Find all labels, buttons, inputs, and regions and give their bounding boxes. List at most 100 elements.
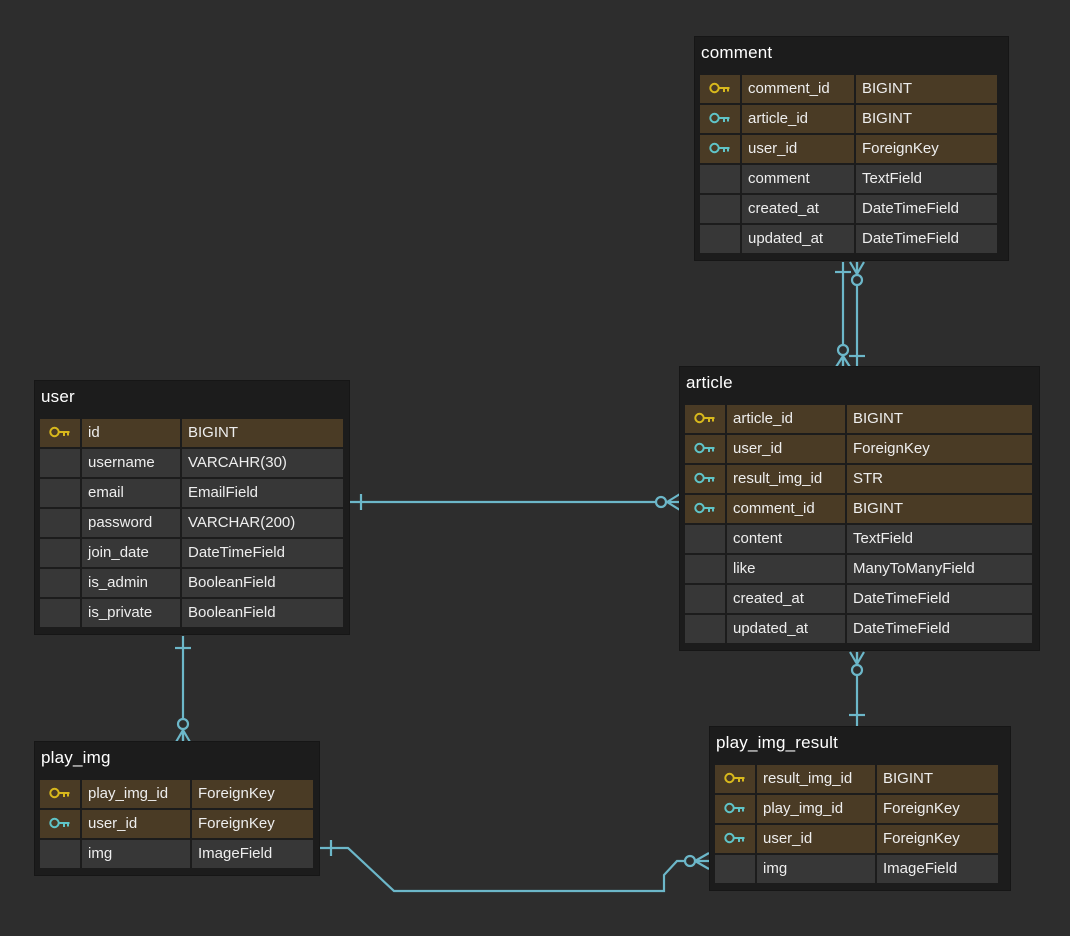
empty-icon-cell [40, 539, 80, 567]
empty-icon-cell [40, 840, 80, 868]
field-name: user_id [727, 435, 845, 463]
field-name: is_private [82, 599, 180, 627]
field-type: BooleanField [182, 599, 343, 627]
field-type: DateTimeField [856, 225, 997, 253]
rel-play-img-result-article[interactable] [849, 651, 865, 727]
field-name: user_id [742, 135, 854, 163]
field-type: TextField [847, 525, 1032, 553]
primary-key-icon [40, 780, 80, 808]
field-type: VARCAHR(30) [182, 449, 343, 477]
field-name: join_date [82, 539, 180, 567]
rel-comment-article[interactable] [849, 261, 865, 367]
empty-icon-cell [40, 479, 80, 507]
field-name: id [82, 419, 180, 447]
empty-icon-cell [700, 165, 740, 193]
field-name: comment_id [742, 75, 854, 103]
field-type: DateTimeField [856, 195, 997, 223]
primary-key-icon [685, 405, 725, 433]
field-name: is_admin [82, 569, 180, 597]
field-type: BIGINT [182, 419, 343, 447]
field-type: BIGINT [856, 105, 997, 133]
field-type: VARCHAR(200) [182, 509, 343, 537]
rel-user-play-img[interactable] [175, 636, 191, 743]
rel-play-img-play-img-result[interactable] [319, 840, 710, 893]
empty-icon-cell [685, 615, 725, 643]
empty-icon-cell [715, 855, 755, 883]
empty-icon-cell [40, 509, 80, 537]
field-type: DateTimeField [847, 615, 1032, 643]
primary-key-icon [40, 419, 80, 447]
foreign-key-icon [700, 135, 740, 163]
field-name: username [82, 449, 180, 477]
field-name: img [757, 855, 875, 883]
primary-key-icon [700, 75, 740, 103]
field-name: comment [742, 165, 854, 193]
field-type: BooleanField [182, 569, 343, 597]
table-title: user [41, 387, 75, 406]
field-name: created_at [727, 585, 845, 613]
rel-user-article[interactable] [349, 493, 681, 511]
field-type: BIGINT [877, 765, 998, 793]
rel-article-comment[interactable] [835, 262, 851, 368]
table-title: article [686, 373, 733, 392]
field-name: comment_id [727, 495, 845, 523]
foreign-key-icon [685, 495, 725, 523]
field-name: like [727, 555, 845, 583]
field-name: created_at [742, 195, 854, 223]
field-name: result_img_id [727, 465, 845, 493]
empty-icon-cell [685, 525, 725, 553]
field-name: article_id [742, 105, 854, 133]
empty-icon-cell [685, 555, 725, 583]
field-name: play_img_id [757, 795, 875, 823]
field-type: ForeignKey [192, 780, 313, 808]
field-type: ImageField [192, 840, 313, 868]
field-name: email [82, 479, 180, 507]
field-type: ImageField [877, 855, 998, 883]
foreign-key-icon [715, 825, 755, 853]
field-type: TextField [856, 165, 997, 193]
foreign-key-icon [715, 795, 755, 823]
field-type: EmailField [182, 479, 343, 507]
field-type: ManyToManyField [847, 555, 1032, 583]
